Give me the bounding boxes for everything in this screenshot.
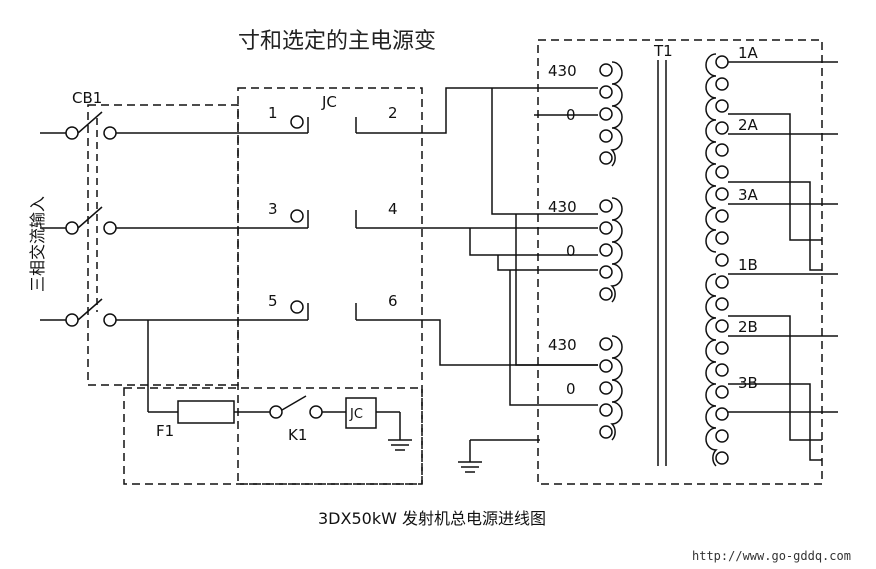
primary-tap-1-0: 0: [566, 106, 576, 124]
coil-label: JC: [349, 407, 363, 422]
three-phase-input-label: 三相交流输入: [28, 196, 47, 292]
breaker-label: CB1: [72, 89, 102, 107]
top-title: 寸和选定的主电源变: [238, 29, 436, 54]
contactor-coil: [345, 397, 377, 429]
transformer-box: [537, 39, 823, 485]
primary-tap-2-0: 0: [566, 242, 576, 260]
primary-tap-2-430: 430: [548, 198, 577, 216]
contactor-pole-2: [240, 209, 420, 229]
terminal-1: 1: [268, 104, 278, 122]
secondary-tap-2B: 2B: [738, 318, 758, 336]
fuse-f1: [177, 400, 235, 424]
contactor-box: [237, 87, 423, 485]
secondary-tap-3A: 3A: [738, 186, 759, 204]
breaker-phase-1: [40, 111, 240, 140]
primary-tap-1-430: 430: [548, 62, 577, 80]
secondary-tap-1A: 1A: [738, 44, 759, 62]
primary-winding-3: [599, 335, 623, 441]
contactor-pole-3: [240, 300, 420, 321]
terminal-4: 4: [388, 200, 398, 218]
circuit-lines: [40, 39, 838, 485]
secondary-tap-2A: 2A: [738, 116, 759, 134]
secondary-tap-1B: 1B: [738, 256, 758, 274]
switch-label: K1: [288, 426, 307, 444]
terminal-3: 3: [268, 200, 278, 218]
terminal-5: 5: [268, 292, 278, 310]
primary-tap-3-0: 0: [566, 380, 576, 398]
control-circuit-box: [123, 387, 423, 485]
breaker-box: [87, 104, 239, 386]
contactor-label: JC: [321, 93, 337, 111]
fuse-label: F1: [156, 422, 174, 440]
contactor-pole-1: [240, 115, 420, 134]
watermark-url: http://www.go-gddq.com: [692, 549, 851, 563]
terminal-6: 6: [388, 292, 398, 310]
primary-winding-1: [599, 61, 623, 167]
terminal-2: 2: [388, 104, 398, 122]
secondary-winding: [705, 53, 729, 467]
diagram-caption: 3DX50kW 发射机总电源进线图: [318, 509, 546, 528]
breaker-phase-2: [40, 206, 240, 235]
breaker-phase-3: [40, 298, 240, 327]
primary-winding-2: [599, 197, 623, 303]
transformer-label: T1: [653, 42, 673, 60]
secondary-tap-3B: 3B: [738, 374, 758, 392]
primary-tap-3-430: 430: [548, 336, 577, 354]
